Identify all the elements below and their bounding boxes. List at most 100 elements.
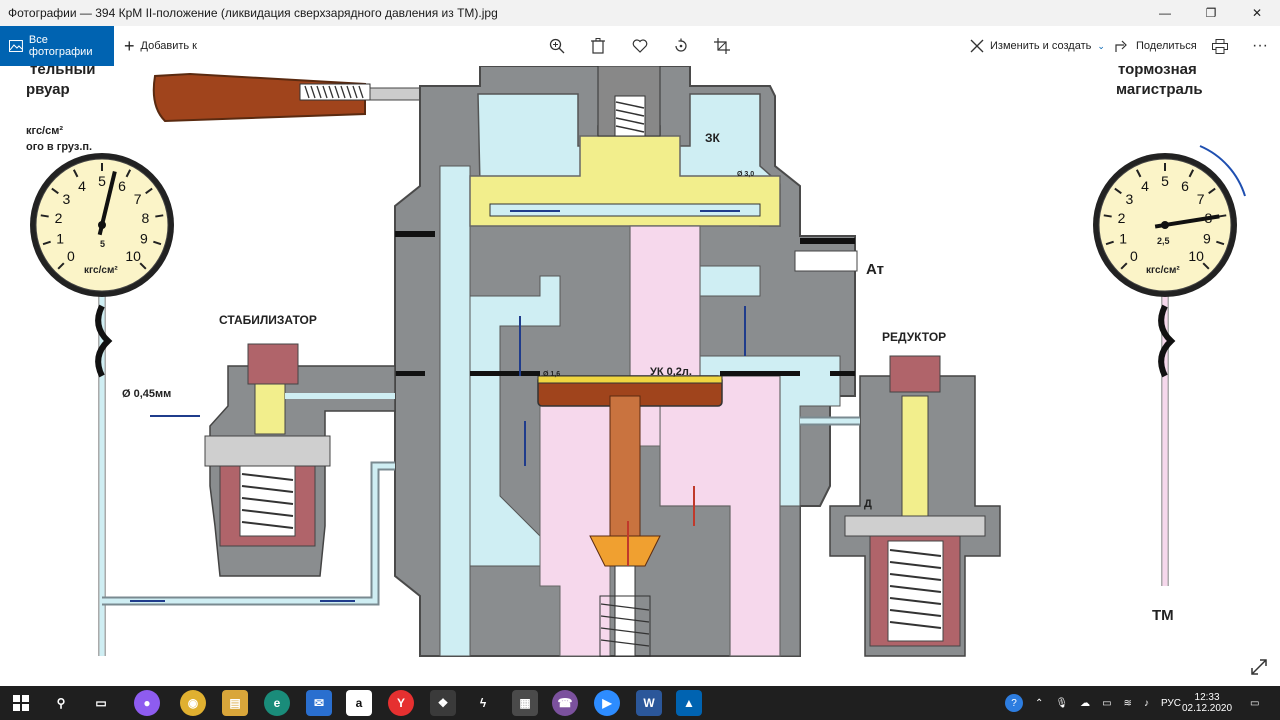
clock[interactable]: 12:33 02.12.2020 [1182,686,1232,720]
tm-label: ТМ [1152,607,1174,624]
gauge-tick [1216,240,1225,246]
delete-icon[interactable] [588,36,608,56]
cloud-icon[interactable]: ☁ [1080,697,1091,709]
app-icon[interactable]: ϟ [479,696,487,710]
all-photos-button[interactable]: Все фотографии [0,26,114,66]
rotate-icon[interactable] [671,36,691,56]
microphone-icon[interactable]: 🎙 [1055,697,1069,709]
reducer-unit [829,355,1001,657]
windows-taskbar: ⚲ ▭ ● ◉ ▤ e ✉ a Y ❖ ϟ ▦ ☎ ▶ W ▲ ? ⌃ 🎙 ☁ … [0,686,1280,720]
uk-label: УК 0,2л. [650,366,692,378]
gauge-tick [1120,262,1128,270]
cortana-icon[interactable]: ● [134,690,160,716]
amazon-icon[interactable]: a [346,690,372,716]
gauge-tick-label: 0 [1130,248,1138,264]
wifi-icon[interactable]: ≋ [1123,697,1132,709]
right-gauge-unit: кгс/см² [1146,265,1180,276]
gauge-tick-label: 7 [134,191,142,207]
more-icon[interactable]: ··· [1252,37,1268,54]
close-button[interactable]: ✕ [1251,6,1263,20]
gauge-tick-label: 5 [1161,173,1169,189]
explorer-icon[interactable]: ▤ [222,690,248,716]
gauge-tick [1208,187,1216,195]
task-view-icon[interactable]: ▭ [95,696,107,710]
gauge-tick [72,169,79,178]
share-button[interactable]: Поделиться [1115,26,1197,66]
gauge-tick-label: 10 [1188,248,1204,264]
word-icon[interactable]: W [636,690,662,716]
language-indicator[interactable]: РУС [1160,697,1181,709]
window-titlebar: Фотографии — 394 КрМ II-положение (ликви… [0,0,1280,26]
yandex-icon[interactable]: Y [388,690,414,716]
zk-label: ЗК [705,131,721,145]
share-icon [1115,40,1127,52]
gauge-tick [145,187,153,195]
heart-icon[interactable] [630,36,650,56]
maximize-button[interactable]: ❐ [1205,6,1217,20]
gauge-tick-label: 9 [1203,231,1211,247]
gauge-tick-label: 7 [1197,191,1205,207]
print-icon[interactable] [1210,36,1230,56]
calculator-icon[interactable]: ▦ [512,690,538,716]
gauge-tick-label: 9 [140,231,148,247]
reducer-label: РЕДУКТОР [882,330,946,344]
d-label: Д [864,498,872,510]
help-icon[interactable]: ? [1005,694,1023,712]
gauge-tick-label: 1 [56,231,64,247]
gauge-tick-label: 4 [78,178,86,194]
battery-icon[interactable]: ▭ [1102,697,1112,709]
edit-icon [970,39,984,53]
photos-toolbar: Все фотографии + Добавить к Изменить и с… [0,26,1280,66]
zoom-app-icon[interactable]: ▶ [594,690,620,716]
gauge-tick [1105,240,1114,246]
tank-label-line2: рвуар [26,81,70,98]
search-icon[interactable]: ⚲ [56,696,66,710]
stabilizer-label: СТАБИЛИЗАТОР [219,313,317,327]
gauge-tick [1202,262,1210,270]
plus-icon: + [124,35,135,56]
fullscreen-icon[interactable] [1251,659,1267,675]
gauge-tick-label: 4 [1141,178,1149,194]
gauge-tick [1114,187,1122,195]
left-unit-label: кгс/см² [26,125,63,137]
clock-time: 12:33 [1194,692,1220,703]
viber-icon[interactable]: ☎ [552,690,578,716]
chevron-up-icon[interactable]: ⌃ [1035,697,1044,709]
gauge-tick-label: 2 [1118,210,1126,226]
gauge-tick-label: 3 [1126,191,1134,207]
gauge-tick [51,187,59,195]
gauge-tick-label: 8 [142,210,150,226]
right-gauge-mid: 2,5 [1157,236,1170,246]
edge-icon[interactable]: e [264,690,290,716]
gauge-tick-label: 6 [1181,178,1189,194]
atmosphere-label: Ат [866,261,884,278]
edit-create-label: Изменить и создать [990,40,1092,52]
notification-icon[interactable]: ▭ [1250,697,1260,709]
photos-app-icon[interactable]: ▲ [676,690,702,716]
mail-icon[interactable]: ✉ [306,690,332,716]
gauge-tick-label: 2 [55,210,63,226]
add-to-button[interactable]: + Добавить к [124,26,197,66]
gauge-tick-label: 6 [118,178,126,194]
edit-create-button[interactable]: Изменить и создать ⌄ [970,26,1105,66]
left-sub-label: ого в груз.п. [26,141,92,153]
zoom-icon[interactable] [547,36,567,56]
orifice-label: Ø 0,45мм [122,388,171,400]
crop-icon[interactable] [712,36,732,56]
d30-label: Ø 3,0 [737,171,754,178]
windows-start-icon[interactable] [8,690,34,716]
gauge-tick [42,240,51,246]
brake-line-label-line2: магистраль [1116,81,1203,98]
dropbox-icon[interactable]: ❖ [430,690,456,716]
gauge-tick-label: 0 [67,248,75,264]
volume-icon[interactable]: ♪ [1143,697,1149,709]
system-tray: ? ⌃ 🎙 ☁ ▭ ≋ ♪ РУС [1005,686,1181,720]
chrome-icon[interactable]: ◉ [180,690,206,716]
gallery-icon [9,40,23,52]
gauge-tick [153,240,162,246]
gauge-tick [57,262,65,270]
clock-date: 02.12.2020 [1182,703,1233,714]
minimize-button[interactable]: — [1159,6,1171,20]
